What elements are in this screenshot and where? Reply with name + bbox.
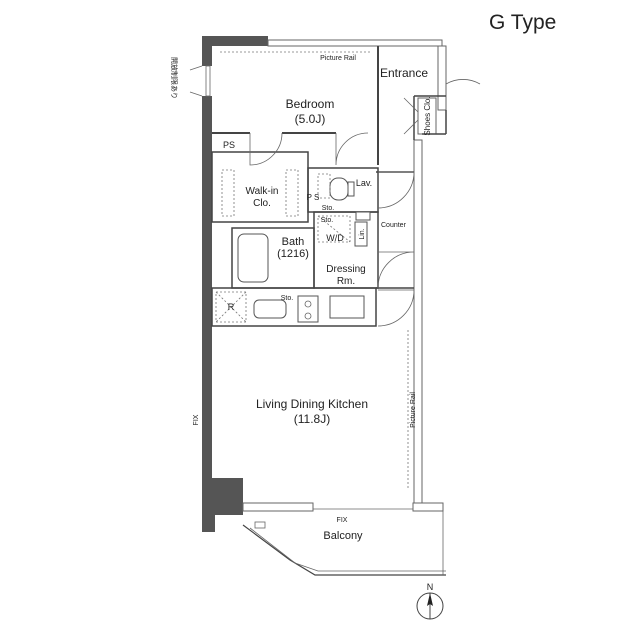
bath-size: (1216) bbox=[277, 248, 309, 260]
sto-kitchen-label: Sto. bbox=[281, 295, 294, 302]
interior-walls bbox=[211, 46, 447, 327]
dressing-label: Dressing bbox=[326, 264, 365, 275]
bedroom-label: Bedroom bbox=[286, 97, 335, 111]
sto-lav-label: Sto. bbox=[322, 205, 335, 212]
counter-label: Counter bbox=[381, 222, 407, 229]
ps-side-label: P S bbox=[307, 193, 320, 202]
fixtures bbox=[215, 51, 409, 490]
linen-label: Lin. bbox=[359, 228, 366, 239]
plan-title: G Type bbox=[489, 11, 556, 34]
fix-left-label: FIX bbox=[193, 414, 200, 425]
balcony bbox=[242, 508, 446, 576]
north-arrow-icon bbox=[427, 593, 433, 606]
wd-label: W/D bbox=[326, 233, 344, 243]
compass-north-label: N bbox=[427, 582, 434, 592]
bedroom-size: (5.0J) bbox=[295, 112, 326, 126]
refrigerator-label: R bbox=[228, 302, 235, 312]
walkin-label: Walk-in bbox=[246, 186, 279, 197]
picture-rail-side-label: Picture Rail bbox=[410, 392, 417, 428]
shoes-closet-label: Shoes Clo. bbox=[423, 96, 432, 135]
walkin-label-2: Clo. bbox=[253, 198, 271, 209]
dressing-label-2: Rm. bbox=[337, 276, 355, 287]
balcony-label: Balcony bbox=[323, 530, 363, 542]
ldk-size: (11.8J) bbox=[294, 412, 330, 426]
ps-top-label: PS bbox=[223, 140, 235, 150]
bath-label: Bath bbox=[282, 236, 305, 248]
entrance-label: Entrance bbox=[380, 66, 428, 80]
ldk-label: Living Dining Kitchen bbox=[256, 397, 368, 411]
lav-label: Lav. bbox=[356, 178, 372, 188]
sto-wd-label: Sto. bbox=[321, 217, 334, 224]
compass: N bbox=[416, 582, 444, 620]
exterior-walls bbox=[202, 36, 447, 532]
window-note-label: 開放制限あり bbox=[170, 57, 179, 99]
fix-bottom-label: FIX bbox=[337, 517, 348, 524]
picture-rail-top-label: Picture Rail bbox=[320, 55, 356, 62]
doors bbox=[189, 50, 481, 327]
